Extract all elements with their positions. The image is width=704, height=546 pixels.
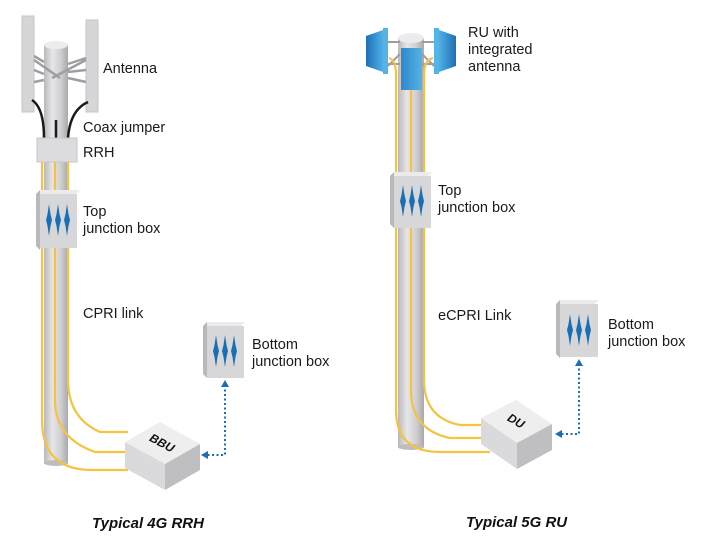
caption-5g: Typical 5G RU bbox=[466, 514, 568, 531]
label-top-junction-box-4g: Top junction box bbox=[83, 204, 161, 237]
label-antenna: Antenna bbox=[103, 61, 158, 77]
ecpri-fibers bbox=[388, 56, 490, 454]
top-junction-box-4g bbox=[36, 190, 80, 250]
arrow-up-icon bbox=[221, 380, 229, 387]
label-cpri-link: CPRI link bbox=[83, 306, 144, 322]
label-rrh: RRH bbox=[83, 145, 115, 161]
coax-jumpers bbox=[31, 98, 89, 139]
bottom-junction-box-5g bbox=[556, 300, 599, 358]
arrow-up-icon bbox=[575, 359, 583, 366]
dotted-connection-4g bbox=[201, 380, 229, 459]
arrow-left-icon bbox=[555, 430, 562, 438]
bbu-box: BBU bbox=[125, 422, 200, 490]
cpri-fibers bbox=[40, 162, 128, 472]
left-panel-4g: BBU bbox=[21, 15, 245, 490]
label-bottom-junction-box-4g: Bottom junction box bbox=[252, 337, 330, 370]
du-box: DU bbox=[481, 400, 552, 469]
arrow-left-icon bbox=[201, 451, 208, 459]
antenna-panel-right bbox=[85, 19, 99, 113]
top-junction-box-5g bbox=[390, 172, 432, 228]
label-top-junction-box-5g: Top junction box bbox=[438, 183, 516, 216]
label-ru-integrated-antenna: RU with integrated antenna bbox=[468, 25, 533, 75]
pole-top-4g bbox=[44, 41, 68, 49]
ru-body bbox=[401, 48, 422, 90]
rrh-box bbox=[36, 137, 78, 163]
right-panel-5g: DU bbox=[366, 28, 599, 469]
antenna-mount-4g bbox=[33, 54, 87, 84]
pole-top-5g bbox=[398, 33, 424, 43]
label-ecpri-link: eCPRI Link bbox=[438, 308, 512, 324]
bottom-junction-box-4g bbox=[203, 322, 245, 378]
antenna-panel-left bbox=[21, 15, 35, 113]
caption-4g: Typical 4G RRH bbox=[92, 515, 204, 532]
label-coax-jumper: Coax jumper bbox=[83, 120, 166, 136]
dotted-connection-5g bbox=[555, 359, 583, 438]
label-bottom-junction-box-5g: Bottom junction box bbox=[608, 317, 686, 350]
ru-antenna-panels bbox=[366, 28, 456, 74]
